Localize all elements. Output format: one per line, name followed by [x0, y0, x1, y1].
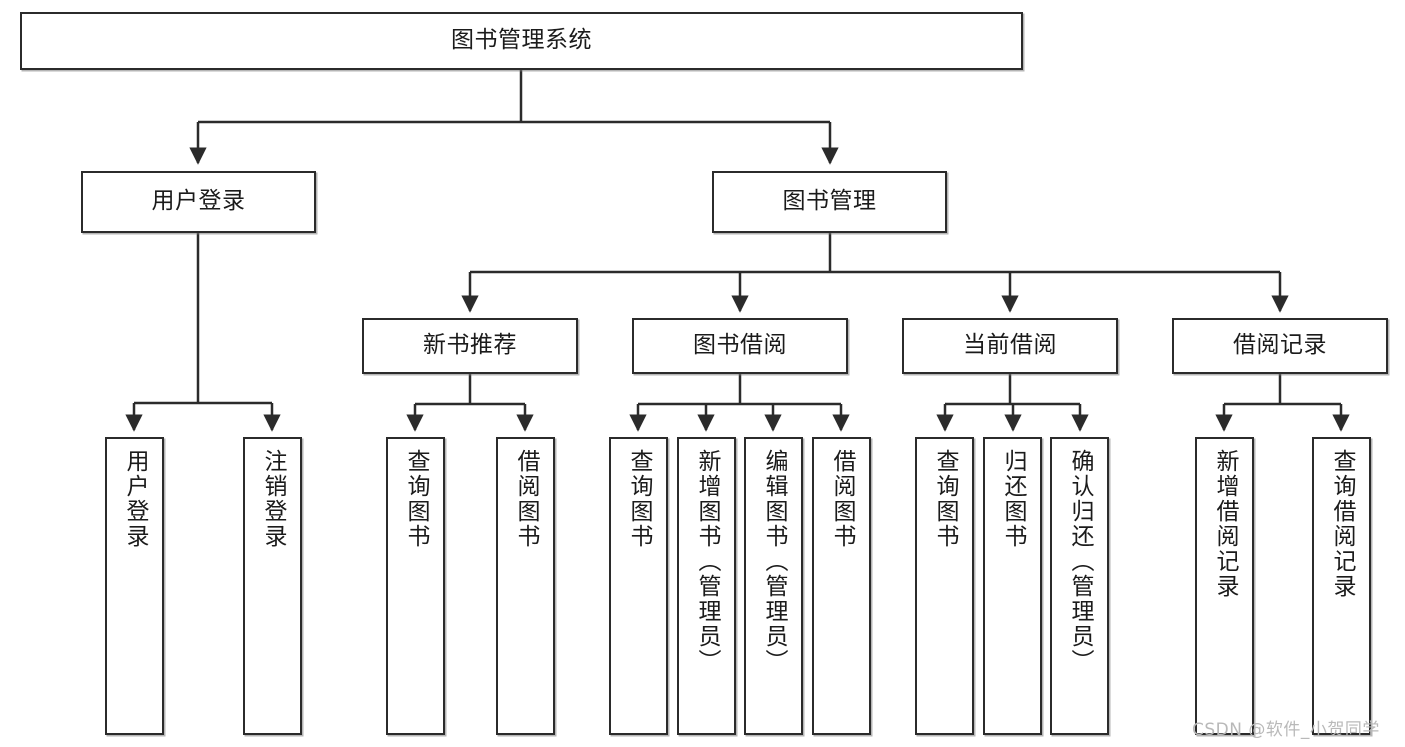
node-new-book-recommend[interactable]: 新书推荐 — [362, 318, 578, 374]
node-root-book-management-system[interactable]: 图书管理系统 — [20, 12, 1023, 70]
node-user-login[interactable]: 用户登录 — [81, 171, 316, 233]
node-label: 用户登录 — [151, 188, 246, 215]
node-book-borrow[interactable]: 图书借阅 — [632, 318, 848, 374]
leaf-borrow-record-add-record[interactable]: 新增借阅记录 — [1195, 437, 1254, 735]
leaf-user-login-login[interactable]: 用户登录 — [105, 437, 164, 735]
leaf-book-borrow-query-book[interactable]: 查询图书 — [609, 437, 668, 735]
leaf-new-book-query-book[interactable]: 查询图书 — [386, 437, 445, 735]
node-borrow-record[interactable]: 借阅记录 — [1172, 318, 1388, 374]
node-label: 确认归还（管理员） — [1067, 449, 1093, 674]
node-book-management[interactable]: 图书管理 — [712, 171, 947, 233]
node-label: 借阅图书 — [829, 449, 855, 549]
node-label: 查询图书 — [626, 449, 652, 549]
node-label: 借阅图书 — [513, 449, 539, 549]
node-label: 新书推荐 — [423, 332, 517, 359]
node-label: 编辑图书（管理员） — [761, 449, 787, 674]
node-label: 图书管理系统 — [451, 27, 592, 54]
node-label: 用户登录 — [122, 449, 148, 549]
node-label: 归还图书 — [1000, 449, 1026, 549]
csdn-watermark: CSDN @软件_小贺同学 — [1192, 720, 1380, 740]
node-label: 当前借阅 — [963, 332, 1057, 359]
leaf-book-borrow-add-book-admin[interactable]: 新增图书（管理员） — [677, 437, 736, 735]
leaf-current-borrow-confirm-return-admin[interactable]: 确认归还（管理员） — [1050, 437, 1109, 735]
leaf-book-borrow-borrow-book[interactable]: 借阅图书 — [812, 437, 871, 735]
node-current-borrow[interactable]: 当前借阅 — [902, 318, 1118, 374]
leaf-current-borrow-return-book[interactable]: 归还图书 — [983, 437, 1042, 735]
leaf-current-borrow-query-book[interactable]: 查询图书 — [915, 437, 974, 735]
node-label: 查询借阅记录 — [1329, 449, 1355, 599]
node-label: 注销登录 — [260, 449, 286, 549]
leaf-new-book-borrow-book[interactable]: 借阅图书 — [496, 437, 555, 735]
node-label: 新增借阅记录 — [1212, 449, 1238, 599]
node-label: 图书借阅 — [693, 332, 787, 359]
node-label: 借阅记录 — [1233, 332, 1327, 359]
node-label: 新增图书（管理员） — [694, 449, 720, 674]
leaf-borrow-record-query-record[interactable]: 查询借阅记录 — [1312, 437, 1371, 735]
node-label: 查询图书 — [403, 449, 429, 549]
node-label: 查询图书 — [932, 449, 958, 549]
node-label: 图书管理 — [782, 188, 877, 215]
leaf-user-login-logout[interactable]: 注销登录 — [243, 437, 302, 735]
leaf-book-borrow-edit-book-admin[interactable]: 编辑图书（管理员） — [744, 437, 803, 735]
